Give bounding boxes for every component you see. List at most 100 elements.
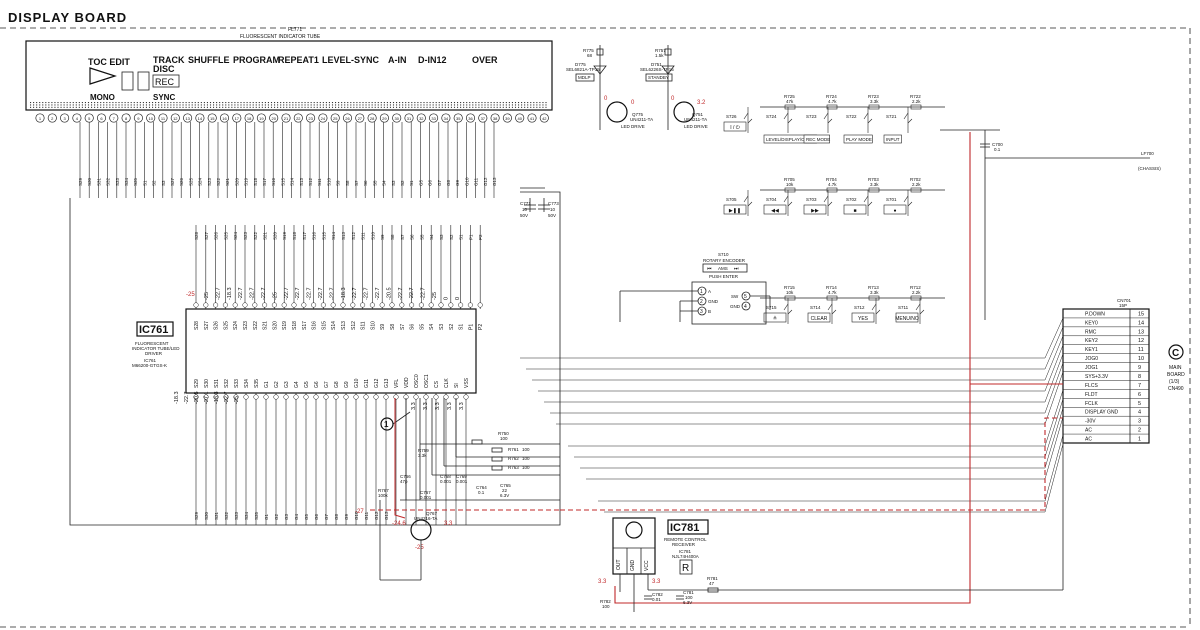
tube-pin-number: 41 xyxy=(530,116,535,121)
tube-line-label: S2 xyxy=(152,180,157,186)
key-switch-icon xyxy=(871,303,881,315)
tube-dot xyxy=(426,102,428,104)
key-resistor xyxy=(784,187,796,193)
tube-pin-number: 15 xyxy=(210,116,215,121)
tube-pin xyxy=(502,113,512,123)
key-resistor-val: 4.7k xyxy=(828,290,837,295)
tube-dot xyxy=(362,106,364,108)
tube-dot xyxy=(57,104,59,106)
encoder-sub: PUSH ENTER xyxy=(709,274,739,279)
tube-dot xyxy=(307,106,309,108)
tube-dot xyxy=(338,102,340,104)
supply-3v3-net xyxy=(614,132,971,604)
ic761-top-pin-dot xyxy=(213,302,219,308)
tube-dot xyxy=(496,102,498,104)
tube-dot xyxy=(514,102,517,104)
ic761-top-pin-net: S14 xyxy=(331,231,336,240)
key-switch-icon xyxy=(783,303,793,315)
tube-dot xyxy=(371,104,373,106)
cn701-pin-number: 11 xyxy=(1138,347,1144,353)
r750-val: 100 xyxy=(500,436,508,441)
ic761-bottom-pin-dot xyxy=(223,394,229,400)
q751-desc: LED DRIVE xyxy=(684,124,708,129)
led-d775-icon xyxy=(593,65,607,75)
key-resistor-ref: R723 xyxy=(868,94,879,99)
tube-dot xyxy=(283,102,285,104)
tube-dot xyxy=(493,106,495,108)
tube-dot xyxy=(130,102,132,104)
tube-dot xyxy=(438,106,440,108)
q767-v-left: -24.6 xyxy=(392,521,406,527)
tube-dot xyxy=(389,104,391,106)
tube-dot xyxy=(106,106,108,108)
ic761-top-pin-dot xyxy=(467,302,473,308)
ic761-top-volt: -22.7 xyxy=(409,287,415,300)
ic761-top-pin-label: S4 xyxy=(429,324,435,330)
tube-pin xyxy=(404,113,414,123)
tube-dot xyxy=(301,106,303,108)
tube-dot xyxy=(414,102,416,104)
ic761-volt-left: -25 xyxy=(186,292,195,298)
tube-line-label: S30 xyxy=(87,177,92,186)
tube-line-label: S18 xyxy=(253,177,258,186)
cn701-pin-number: 10 xyxy=(1138,356,1144,362)
ic761-top-pin-dot xyxy=(252,302,258,308)
ic761-top-pin-net: S27 xyxy=(204,231,209,240)
board-title: DISPLAY BOARD xyxy=(8,10,127,25)
tube-dot xyxy=(383,106,385,108)
tube-dot xyxy=(51,106,53,108)
tube-pin xyxy=(170,113,180,123)
tube-dot xyxy=(499,104,501,106)
tube-dot xyxy=(313,106,315,108)
ic761-bottom-pin-dot xyxy=(313,394,319,400)
tube-line-label: S24 xyxy=(198,177,203,186)
tube-line-label: S15 xyxy=(280,177,285,186)
ic761-bottom-pin-label: G2 xyxy=(274,381,280,388)
ic781-pin-vcc: VCC xyxy=(644,560,650,571)
tube-dot xyxy=(234,102,236,104)
tube-dot xyxy=(252,104,254,106)
tube-dot xyxy=(33,104,35,106)
tube-dot xyxy=(112,104,114,106)
tube-dot xyxy=(45,102,47,104)
ic761-top-pins: S28S28S27S27S26S26S25S25S24S24S23S23S22S… xyxy=(193,225,484,330)
tube-dot xyxy=(368,104,370,106)
ic761-bottom-pin-dot xyxy=(353,394,359,400)
ic761-top-pin-label: S2 xyxy=(449,324,455,330)
key-resistor-val: 2.2k xyxy=(912,182,921,187)
tube-dot xyxy=(475,102,477,104)
tube-dot xyxy=(536,106,538,108)
tube-dot xyxy=(328,106,330,108)
ic761-bottom-volt: -22.7 xyxy=(184,391,190,404)
ic761-top-volt: -22.7 xyxy=(329,287,335,300)
tube-pin-number: 36 xyxy=(468,116,473,121)
tube-dot xyxy=(380,104,382,106)
tube-pin-number: 9 xyxy=(137,116,140,121)
tube-dot xyxy=(222,104,224,106)
tube-dot xyxy=(100,104,102,106)
tube-dot xyxy=(234,106,236,108)
tube-dot xyxy=(514,104,517,106)
ic761-top-pin-label: S11 xyxy=(361,321,367,330)
tube-dot xyxy=(396,104,398,106)
ic761-part-1: IC761 xyxy=(144,358,157,363)
key-switch-caption-box xyxy=(803,134,830,144)
tube-dot xyxy=(466,106,468,108)
tube-pin xyxy=(515,113,525,123)
c768-val: 0.001 xyxy=(440,479,452,484)
tube-line-label: S12 xyxy=(308,177,313,186)
tube-line-label: S1 xyxy=(409,180,414,186)
ic761-top-pin-dot xyxy=(301,302,307,308)
c767-ref: C767 xyxy=(420,490,431,495)
tube-pin xyxy=(306,113,316,123)
tube-dot xyxy=(197,104,199,106)
tube-dot xyxy=(335,104,337,106)
tube-pin xyxy=(429,113,439,123)
ic761-bottom-pin-dot xyxy=(433,394,439,400)
tube-line-label: S21 xyxy=(225,177,230,186)
tube-dot xyxy=(347,104,349,106)
tube-dot xyxy=(133,104,135,106)
tube-label-program: PROGRAM xyxy=(233,55,280,65)
tube-dot xyxy=(377,106,379,108)
bus-wire xyxy=(1044,398,1064,458)
